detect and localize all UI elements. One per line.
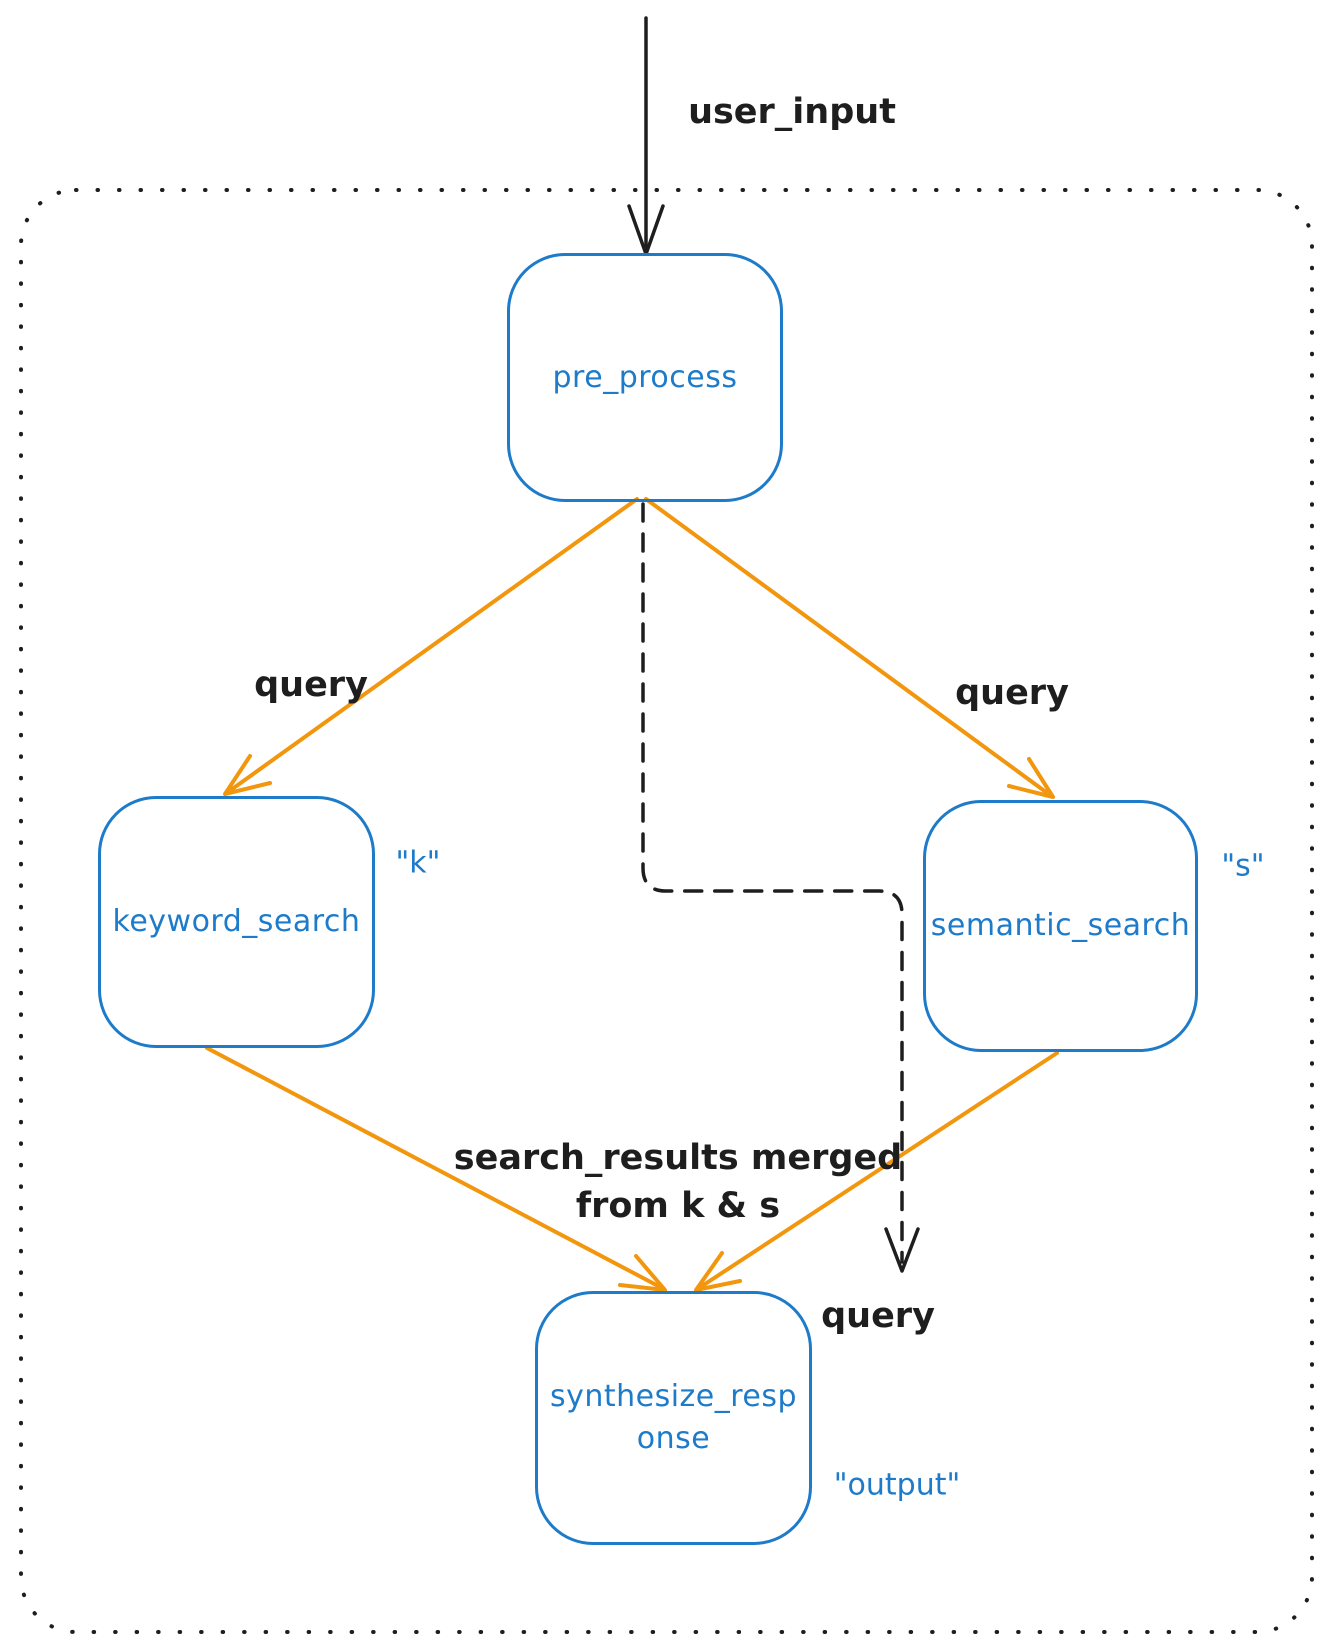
- edge-label-merged-results-line1: search_results merged: [453, 1138, 903, 1178]
- query-to-semantic-arrow: [644, 497, 1055, 799]
- node-semantic-search: semantic_search: [923, 800, 1198, 1052]
- user-input-arrow: [627, 16, 665, 256]
- merged-from-keyword-arrow: [205, 1046, 667, 1292]
- node-synthesize-response-label-line1: synthesize_resp: [549, 1379, 798, 1414]
- node-synthesize-response-label-line2: onse: [636, 1421, 711, 1456]
- node-synthesize-response: synthesize_resp onse: [535, 1291, 812, 1545]
- merged-from-semantic-arrow: [694, 1051, 1059, 1292]
- tag-semantic-search-s: "s": [1221, 848, 1265, 884]
- query-to-keyword-arrow: [223, 497, 639, 796]
- merged-from-keyword-arrowhead: [618, 1254, 667, 1292]
- tag-keyword-search-k: "k": [395, 845, 441, 881]
- edge-label-query-dashed: query: [821, 1296, 935, 1336]
- node-semantic-search-label: semantic_search: [930, 908, 1191, 943]
- edge-label-query-right: query: [955, 673, 1069, 713]
- query-to-semantic-arrowhead: [1007, 757, 1055, 799]
- merged-from-semantic-arrowhead: [694, 1251, 742, 1292]
- query-dashed-arrow: [641, 502, 920, 1273]
- edge-label-query-left: query: [254, 665, 368, 705]
- query-to-keyword-arrowhead: [223, 754, 272, 796]
- query-dashed-arrowhead: [884, 1227, 920, 1273]
- graph-boundary: [19, 188, 1314, 1634]
- node-keyword-search-label: keyword_search: [112, 904, 361, 939]
- edge-label-user-input: user_input: [688, 92, 896, 132]
- tag-synthesize-output: "output": [833, 1467, 961, 1503]
- node-pre-process: pre_process: [507, 253, 783, 502]
- node-pre-process-label: pre_process: [552, 359, 738, 395]
- edge-label-merged-results: search_results merged from k & s: [454, 1134, 902, 1230]
- node-keyword-search: keyword_search: [98, 796, 375, 1048]
- edge-label-merged-results-line2: from k & s: [575, 1186, 781, 1226]
